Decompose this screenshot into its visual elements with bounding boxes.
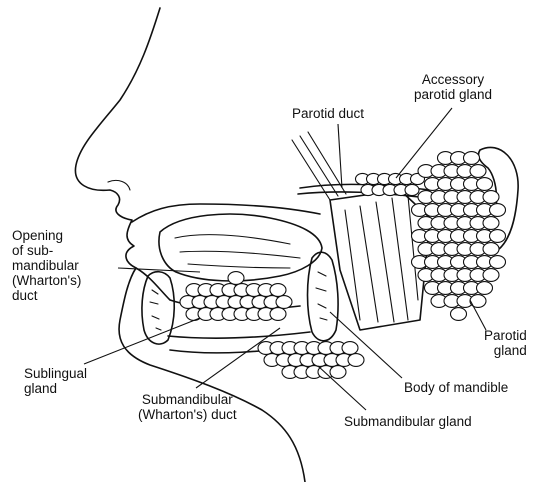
label-body-of-mandible: Body of mandible xyxy=(404,380,508,395)
gland-lobule xyxy=(470,165,486,178)
gland-lobule xyxy=(228,272,244,285)
parotid-gland-lobules xyxy=(412,152,506,321)
label-submandibular-duct: Submandibular (Wharton's) duct xyxy=(138,392,237,422)
gland-lobule xyxy=(451,308,467,321)
tongue-texture xyxy=(175,235,300,268)
mandible-section-front xyxy=(142,272,174,344)
mandible-front-texture xyxy=(150,290,161,330)
gland-lobule xyxy=(483,243,499,256)
gland-lobules xyxy=(180,152,506,379)
leader-sublingual xyxy=(84,318,200,364)
gland-lobule xyxy=(483,191,499,204)
submandibular-gland-lobules xyxy=(258,342,364,379)
gland-lobule xyxy=(483,217,499,230)
gland-lobule xyxy=(490,230,506,243)
gland-lobule xyxy=(490,204,506,217)
buccinator-fibers xyxy=(292,132,346,200)
gland-lobule xyxy=(330,366,346,379)
gland-lobule xyxy=(348,354,364,367)
label-parotid-duct: Parotid duct xyxy=(292,106,364,121)
label-accessory-parotid-gland: Accessory parotid gland xyxy=(414,72,492,102)
gland-lobule xyxy=(477,178,493,191)
gland-lobule xyxy=(477,282,493,295)
masseter-fibers xyxy=(345,196,418,322)
gland-lobule xyxy=(276,296,292,309)
upper-lip xyxy=(132,204,320,222)
mandible-section-back xyxy=(308,252,339,341)
label-submandibular-gland: Submandibular gland xyxy=(344,414,472,429)
gland-lobule xyxy=(270,284,286,297)
label-opening-submandibular-duct: Opening of sub- mandibular (Wharton's) d… xyxy=(12,228,81,303)
leader-parotid-duct xyxy=(338,124,342,188)
gland-lobule xyxy=(405,184,419,195)
gland-lobule xyxy=(483,269,499,282)
label-sublingual-gland: Sublingual gland xyxy=(24,366,87,396)
gland-lobule xyxy=(464,152,480,165)
mandible-back-texture xyxy=(316,272,327,320)
sublingual-gland-lobules xyxy=(180,272,292,321)
accessory-parotid-lobules xyxy=(356,173,425,195)
gland-lobule xyxy=(270,308,286,321)
gland-lobule xyxy=(490,256,506,269)
gland-lobule xyxy=(342,342,358,355)
nostril xyxy=(108,180,130,190)
label-parotid-gland: Parotid gland xyxy=(484,328,527,358)
